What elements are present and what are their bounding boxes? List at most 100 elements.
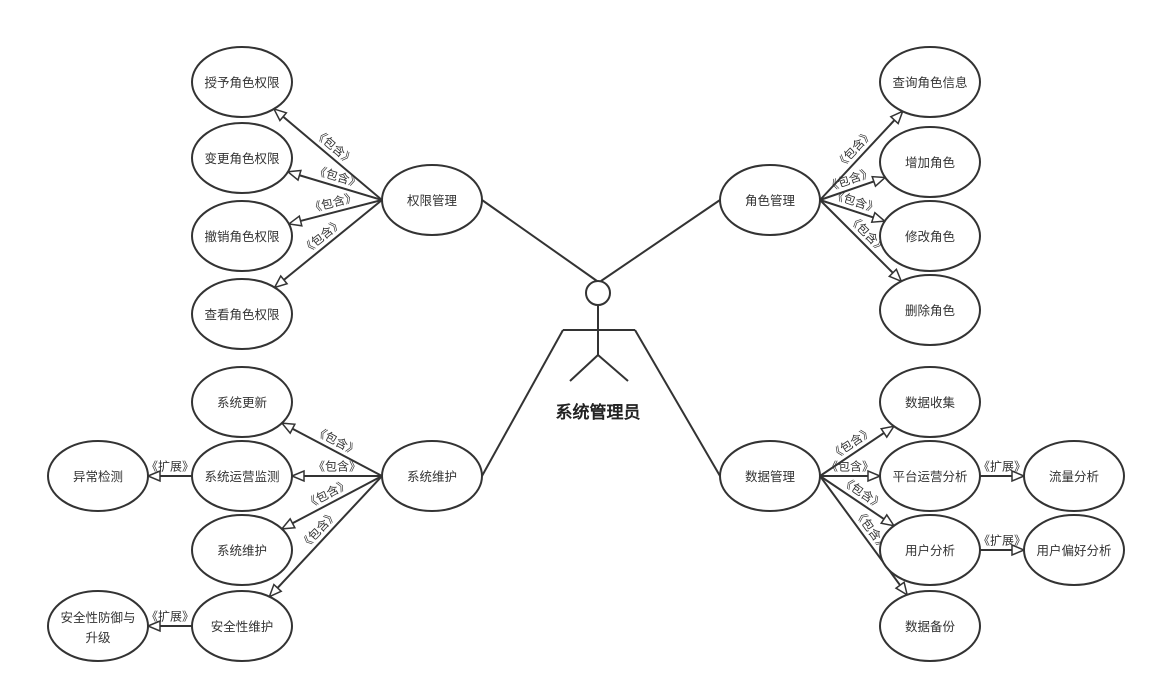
use-case-ellipse (381, 164, 483, 236)
hollow-arrowhead-icon (1011, 469, 1026, 483)
hollow-arrowhead-icon (272, 107, 288, 122)
relation-line (819, 180, 875, 201)
extend-stereotype-label: 《扩展》 (146, 460, 194, 474)
use-case-label: 数据收集 (905, 395, 956, 410)
hollow-arrowhead-icon (287, 214, 303, 227)
use-case-ellipse (719, 164, 821, 236)
hollow-arrowhead-icon (887, 267, 903, 283)
use-case-label: 系统维护 (407, 469, 457, 484)
use-case-label: 删除角色 (905, 303, 956, 318)
hollow-arrowhead-icon (879, 513, 896, 527)
use-case-sjbf[interactable]: 数据备份 (879, 590, 981, 662)
use-case-yhfx[interactable]: 用户分析 (879, 514, 981, 586)
use-case-ellipse (1023, 440, 1125, 512)
actor-head (585, 280, 611, 306)
use-case-llfx[interactable]: 流量分析 (1023, 440, 1125, 512)
use-case-aqfy[interactable]: 安全性防御与升级 (47, 590, 149, 662)
use-case-yhph[interactable]: 用户偏好分析 (1023, 514, 1125, 586)
hollow-arrowhead-icon (290, 469, 305, 483)
hollow-arrowhead-icon (894, 580, 909, 597)
include-stereotype-label: 《包含》 (303, 476, 352, 512)
relation-line (819, 475, 885, 520)
use-case-label: 变更角色权限 (204, 151, 280, 166)
hollow-arrowhead-icon (871, 175, 888, 188)
actor-system-admin[interactable]: 系统管理员 (556, 280, 641, 423)
hollow-arrowhead-icon (879, 425, 896, 439)
use-case-ellipse (879, 440, 981, 512)
actor-label: 系统管理员 (556, 402, 641, 423)
use-case-label: 用户偏好分析 (1036, 543, 1111, 558)
relation-line (300, 199, 383, 222)
relation-line (819, 199, 894, 274)
hollow-arrowhead-icon (273, 274, 289, 289)
use-case-ellipse (191, 46, 293, 118)
use-case-ptfx[interactable]: 平台运营分析 (879, 440, 981, 512)
use-case-cxjs[interactable]: 撤销角色权限 (191, 200, 293, 272)
hollow-arrowhead-icon (280, 422, 297, 435)
use-case-ellipse (381, 440, 483, 512)
use-case-ellipse (191, 590, 293, 662)
use-case-syjs[interactable]: 授予角色权限 (191, 46, 293, 118)
hollow-arrowhead-icon (1011, 543, 1026, 557)
use-case-label: 撤销角色权限 (204, 229, 280, 244)
use-case-label: 查询角色信息 (892, 75, 967, 90)
relation-line (282, 115, 383, 201)
use-case-ellipse (47, 440, 149, 512)
use-case-ellipse (879, 200, 981, 272)
use-case-ellipse (719, 440, 821, 512)
extend-relation: 《扩展》 (978, 460, 1026, 483)
hollow-arrowhead-icon (146, 619, 161, 633)
relation-line (292, 427, 383, 477)
association-line (481, 329, 564, 477)
use-case-zjjs[interactable]: 增加角色 (879, 126, 981, 198)
extend-stereotype-label: 《扩展》 (978, 534, 1026, 548)
use-case-xgjs[interactable]: 修改角色 (879, 200, 981, 272)
use-case-label: 授予角色权限 (204, 75, 280, 90)
use-case-ellipse (191, 122, 293, 194)
use-case-qxgl[interactable]: 权限管理 (381, 164, 483, 236)
relation-line (819, 119, 896, 201)
use-case-label: 系统维护 (217, 543, 267, 558)
use-case-ellipse (191, 514, 293, 586)
include-stereotype-label: 《包含》 (313, 459, 361, 474)
use-case-cxxx[interactable]: 查询角色信息 (879, 46, 981, 118)
use-case-scjs[interactable]: 删除角色 (879, 274, 981, 346)
use-case-ellipse (191, 440, 293, 512)
relation-line (276, 475, 383, 589)
use-case-ckjs[interactable]: 查看角色权限 (191, 278, 293, 350)
use-case-aqwh[interactable]: 安全性维护 (191, 590, 293, 662)
use-case-ellipse (879, 514, 981, 586)
use-case-ellipse (879, 366, 981, 438)
use-case-sjsj[interactable]: 数据收集 (879, 366, 981, 438)
use-case-label: 数据管理 (745, 469, 796, 484)
use-case-xtyy[interactable]: 系统运营监测 (191, 440, 293, 512)
use-case-xtwh[interactable]: 系统维护 (381, 440, 483, 512)
use-case-ycjc[interactable]: 异常检测 (47, 440, 149, 512)
use-case-ellipse (47, 590, 149, 662)
use-case-xtwh2[interactable]: 系统维护 (191, 514, 293, 586)
association-line (481, 199, 598, 282)
use-case-label: 修改角色 (905, 229, 956, 244)
use-case-ellipse (879, 274, 981, 346)
use-case-ellipse (191, 278, 293, 350)
association-line (634, 329, 721, 477)
extend-stereotype-label: 《扩展》 (978, 460, 1026, 474)
use-case-label: 平台运营分析 (892, 469, 967, 484)
include-relation: 《包含》 (820, 459, 882, 483)
include-stereotype-label: 《包含》 (308, 189, 358, 215)
use-case-bgjs[interactable]: 变更角色权限 (191, 122, 293, 194)
use-case-jsgl[interactable]: 角色管理 (719, 164, 821, 236)
use-case-xtgx[interactable]: 系统更新 (191, 366, 293, 438)
hollow-arrowhead-icon (889, 109, 905, 125)
use-case-label: 权限管理 (407, 193, 458, 208)
use-case-label: 安全性维护 (211, 619, 274, 634)
extend-relation: 《扩展》 (978, 534, 1026, 557)
association-line (600, 199, 721, 282)
use-case-ellipse (879, 590, 981, 662)
use-case-sjgl[interactable]: 数据管理 (719, 440, 821, 512)
use-case-ellipse (879, 46, 981, 118)
use-case-label: 安全性防御与升级 (60, 610, 135, 645)
hollow-arrowhead-icon (280, 517, 297, 530)
relation-line (819, 432, 885, 477)
